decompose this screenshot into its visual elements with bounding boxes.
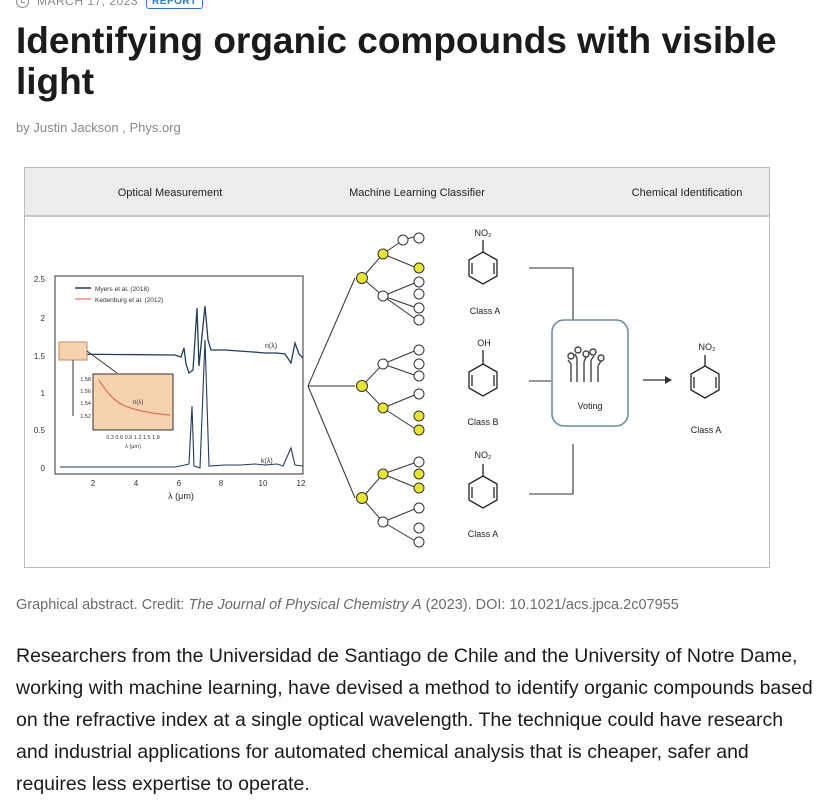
x-axis-label: λ (μm)	[168, 491, 194, 501]
svg-text:4: 4	[134, 479, 139, 488]
abstract-diagram: Optical Measurement Machine Learning Cla…	[25, 168, 769, 548]
inset-y-ticks: 1.58 1.56 1.54 1.52	[80, 377, 91, 420]
svg-text:0.5: 0.5	[34, 426, 46, 435]
svg-text:12: 12	[297, 479, 306, 488]
result-label: Class A	[691, 425, 722, 435]
class-2-group: OH	[477, 338, 491, 348]
svg-text:0: 0	[41, 464, 46, 473]
svg-text:1: 1	[41, 389, 46, 398]
graphical-abstract-figure[interactable]: Optical Measurement Machine Learning Cla…	[24, 167, 770, 568]
caption-prefix: Graphical abstract. Credit:	[16, 597, 189, 613]
header-ml: Machine Learning Classifier	[349, 187, 485, 199]
article-title: Identifying organic compounds with visib…	[16, 20, 777, 102]
inset-x-label: λ (μm)	[125, 444, 141, 450]
header-chem: Chemical Identification	[632, 187, 743, 199]
sample-highlight	[58, 341, 88, 361]
inset-n-label: n(λ)	[133, 400, 143, 406]
class-2-label: Class B	[467, 417, 498, 427]
svg-text:6: 6	[177, 479, 182, 488]
svg-text:1.58: 1.58	[80, 377, 91, 383]
class-1-group: NO₂	[475, 228, 493, 238]
y-ticks: 2.5 2 1.5 1 0.5 0	[34, 275, 46, 473]
voting-box	[551, 319, 629, 427]
legend-myers: Myers et al. (2018)	[95, 286, 149, 293]
article-date: MARCH 17, 2023	[37, 0, 139, 8]
header-band	[25, 168, 769, 216]
benzene-result	[690, 355, 720, 399]
voting-hands-icon	[567, 346, 605, 382]
benzene-class-3	[468, 464, 498, 509]
inset-x-ticks: 0.3 0.6 0.9 1.2 1.5 1.8	[106, 435, 160, 441]
voting-connectors	[529, 267, 574, 495]
svg-text:1.5: 1.5	[34, 352, 46, 361]
article-byline: by Justin Jackson , Phys.org	[16, 120, 181, 135]
svg-text:1.56: 1.56	[80, 389, 91, 395]
spectrum-plot: 2.5 2 1.5 1 0.5 0 2 4 6 8 10 12 λ (μm) M…	[34, 275, 306, 501]
article-paragraph: Researchers from the Universidad de Sant…	[16, 645, 813, 795]
benzene-class-2	[468, 350, 498, 397]
voting-label: Voting	[577, 401, 602, 411]
figure-caption: Graphical abstract. Credit: The Journal …	[16, 597, 679, 613]
tree-3	[356, 456, 425, 548]
caption-journal-link[interactable]: The Journal of Physical Chemistry A	[188, 597, 422, 613]
svg-text:10: 10	[259, 479, 268, 488]
result-arrow	[665, 376, 672, 384]
x-ticks: 2 4 6 8 10 12	[91, 479, 306, 488]
class-3-group: NO₂	[475, 450, 493, 460]
report-badge[interactable]: REPORT	[146, 0, 203, 9]
k-label: k(λ)	[261, 458, 273, 465]
inset-plot	[92, 373, 174, 431]
fanout-arrows	[307, 277, 356, 499]
article-meta: MARCH 17, 2023 REPORT	[16, 0, 203, 11]
n-curve	[59, 305, 304, 375]
benzene-class-1	[468, 240, 498, 285]
tree-2	[356, 344, 425, 436]
inset-curve	[98, 379, 171, 416]
svg-text:8: 8	[219, 479, 224, 488]
result-group: NO₂	[699, 342, 717, 352]
k-curve	[60, 339, 304, 469]
n-label: n(λ)	[265, 343, 277, 350]
caption-suffix: (2023). DOI: 10.1021/acs.jpca.2c07955	[421, 597, 679, 613]
legend-kedenburg: Kedenburg et al. (2012)	[95, 297, 163, 304]
svg-text:1.54: 1.54	[80, 401, 91, 407]
svg-text:2: 2	[41, 314, 46, 323]
class-3-label: Class A	[468, 529, 499, 539]
tree-1	[356, 232, 425, 326]
svg-text:2.5: 2.5	[34, 275, 46, 284]
svg-text:1.52: 1.52	[80, 414, 91, 420]
svg-text:2: 2	[91, 479, 96, 488]
clock-icon	[16, 0, 29, 8]
class-1-label: Class A	[470, 306, 501, 316]
header-optical: Optical Measurement	[118, 187, 223, 199]
